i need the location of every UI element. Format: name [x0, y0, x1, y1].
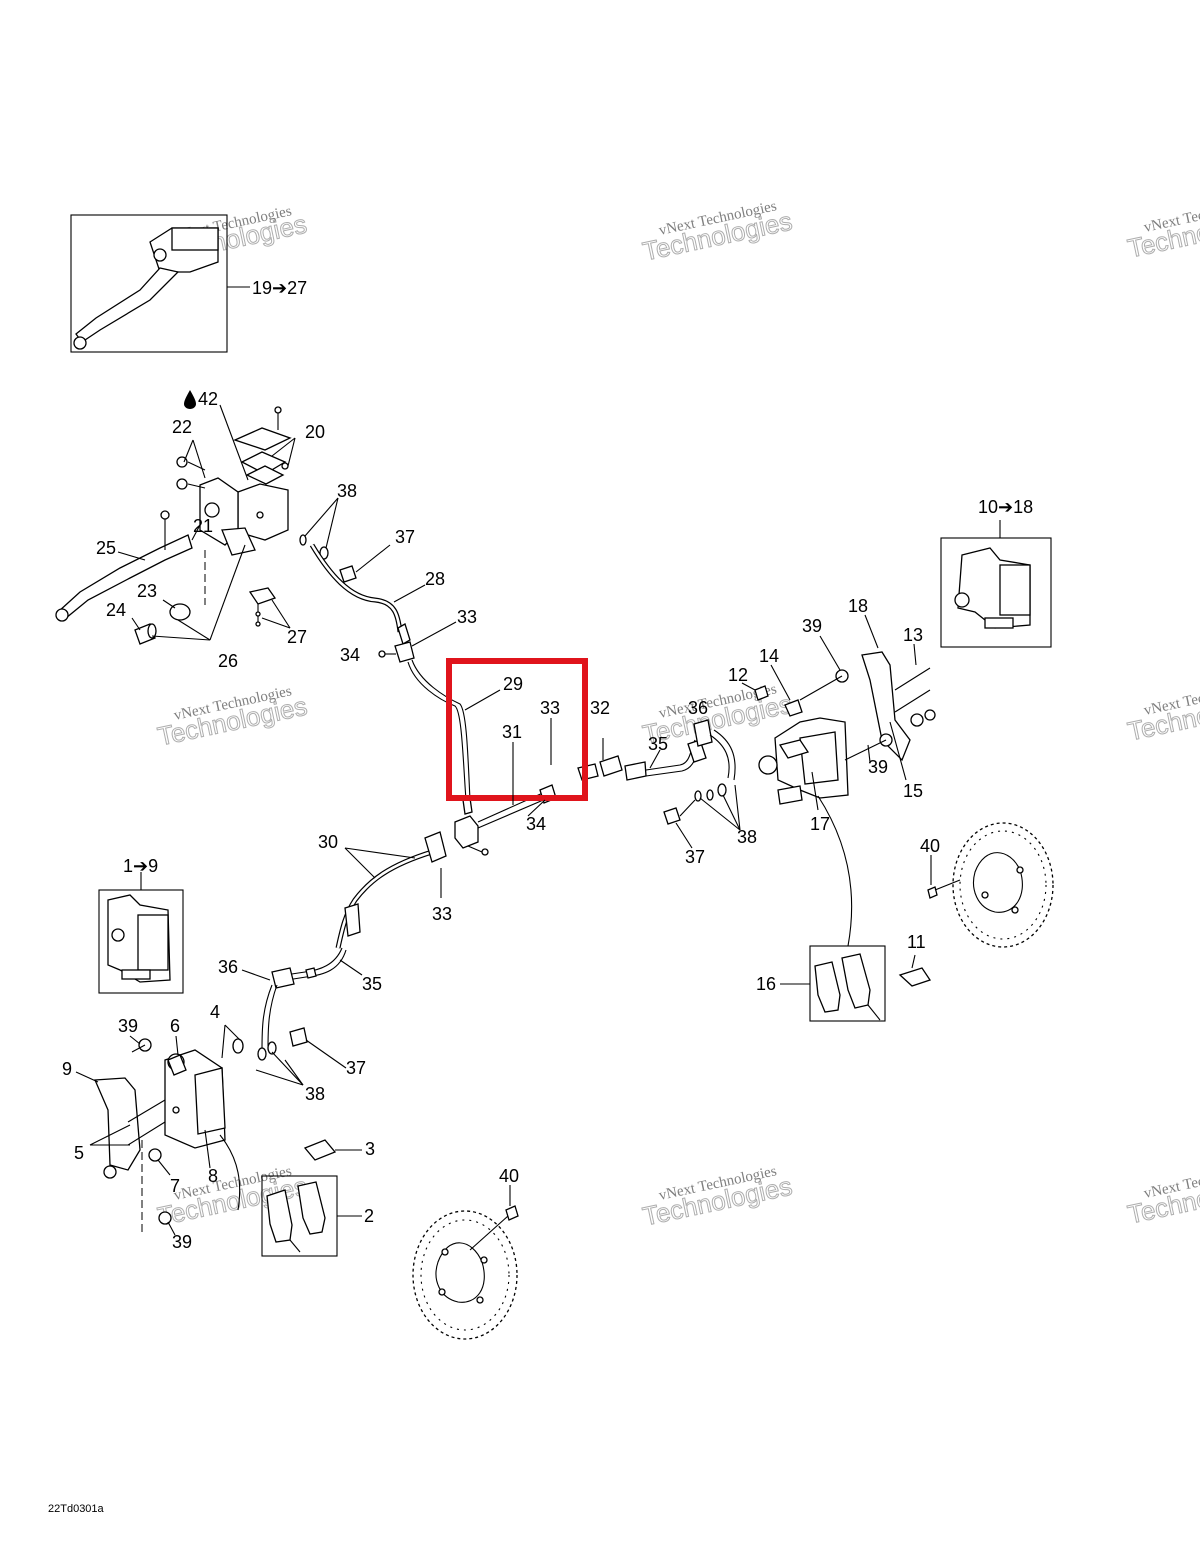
watermark: vNext Technologies Technologies	[1125, 195, 1200, 264]
diagram-code: 22Td0301a	[48, 1503, 105, 1515]
callout-27: 27	[287, 627, 307, 647]
brake-line-30[interactable]	[335, 831, 447, 949]
callout-14: 14	[759, 646, 779, 666]
watermark: vNext Technologies Technologies	[1125, 678, 1200, 747]
spring-clip-11	[898, 954, 932, 987]
callout-23: 23	[137, 581, 157, 601]
left-brake-line-35[interactable]	[271, 947, 347, 989]
callout-15: 15	[903, 781, 923, 801]
callout-29: 29	[503, 674, 523, 694]
callout-33-box: 33	[540, 698, 560, 718]
callout-34-box: 34	[526, 814, 546, 834]
callout-24: 24	[106, 600, 126, 620]
right-brake-disc[interactable]	[952, 822, 1054, 948]
master-cylinder-assembly[interactable]	[55, 404, 391, 645]
callout-7: 7	[170, 1176, 180, 1196]
bolt-40-right	[927, 879, 961, 899]
callout-25: 25	[96, 538, 116, 558]
inset-brake-pads-left[interactable]	[261, 1175, 338, 1257]
callout-38-left: 38	[305, 1084, 325, 1104]
callout-4: 4	[210, 1002, 220, 1022]
callout-38-master: 38	[337, 481, 357, 501]
left-brake-disc[interactable]	[412, 1210, 518, 1340]
callout-26: 26	[218, 651, 238, 671]
highlight-box	[446, 658, 588, 801]
callout-22: 22	[172, 417, 192, 437]
watermark: vNext Technologies Technologies	[155, 683, 311, 752]
callout-9: 9	[62, 1059, 72, 1079]
callout-33-lower: 33	[432, 904, 452, 924]
callout-6: 6	[170, 1016, 180, 1036]
callout-37-left: 37	[346, 1058, 366, 1078]
callout-37-right: 37	[685, 847, 705, 867]
callout-5: 5	[74, 1143, 84, 1163]
right-caliper[interactable]	[754, 651, 936, 947]
callout-34-upper: 34	[340, 645, 360, 665]
distribution-block[interactable]	[454, 784, 557, 856]
callout-35-left: 35	[362, 974, 382, 994]
callout-19-27: 19➔27	[252, 278, 307, 298]
right-brake-line-35[interactable]	[645, 719, 713, 777]
callout-39-left-top: 39	[118, 1016, 138, 1036]
brake-line-28[interactable]	[309, 543, 403, 633]
left-brake-hose[interactable]	[232, 984, 308, 1061]
callout-18: 18	[848, 596, 868, 616]
callout-33-upper: 33	[457, 607, 477, 627]
callout-11: 11	[907, 932, 926, 952]
junction-upper[interactable]	[378, 623, 415, 663]
callout-8: 8	[208, 1166, 218, 1186]
inset-right-caliper[interactable]	[940, 537, 1052, 648]
watermark: vNext Technologies Technologies	[640, 198, 796, 267]
callout-16: 16	[756, 974, 776, 994]
inset-master-cylinder[interactable]	[70, 214, 250, 353]
callout-2: 2	[364, 1206, 374, 1226]
callout-39-right-top: 39	[802, 616, 822, 636]
callout-17: 17	[810, 814, 830, 834]
callout-31: 31	[502, 722, 522, 742]
callout-40-left: 40	[499, 1166, 519, 1186]
callout-38-right: 38	[737, 827, 757, 847]
callout-37-master: 37	[395, 527, 415, 547]
inset-left-caliper[interactable]	[98, 889, 184, 994]
callout-28: 28	[425, 569, 445, 589]
callout-36-right: 36	[688, 698, 708, 718]
callout-1-9: 1➔9	[123, 856, 158, 876]
callout-35-right: 35	[648, 734, 668, 754]
callout-12: 12	[728, 665, 748, 685]
brake-line-29[interactable]	[407, 659, 471, 801]
oil-drop-icon	[184, 390, 196, 409]
brake-line-32[interactable]	[577, 738, 647, 781]
callout-39-left-bottom: 39	[172, 1232, 192, 1252]
callout-36-left: 36	[218, 957, 238, 977]
bolt-40-left	[469, 1205, 519, 1251]
callout-10-18: 10➔18	[978, 497, 1033, 517]
left-caliper[interactable]	[94, 1038, 241, 1235]
watermark: vNext Technologies Technologies	[1125, 1161, 1200, 1230]
callout-42: 42	[198, 389, 218, 409]
callout-39-right-bottom: 39	[868, 757, 888, 777]
watermark-group: vNext Technologies Technologies vNext Te…	[154, 195, 1200, 1232]
callout-32: 32	[590, 698, 610, 718]
callout-3: 3	[365, 1139, 375, 1159]
spring-clip-3	[303, 1139, 362, 1161]
callout-20: 20	[305, 422, 325, 442]
callout-30: 30	[318, 832, 338, 852]
right-brake-hose[interactable]	[663, 729, 736, 825]
watermark: vNext Technologies Technologies	[640, 1163, 796, 1232]
callout-21: 21	[193, 516, 213, 536]
inset-brake-pads-right[interactable]	[809, 945, 886, 1022]
callout-13: 13	[903, 625, 923, 645]
callout-40-right: 40	[920, 836, 940, 856]
